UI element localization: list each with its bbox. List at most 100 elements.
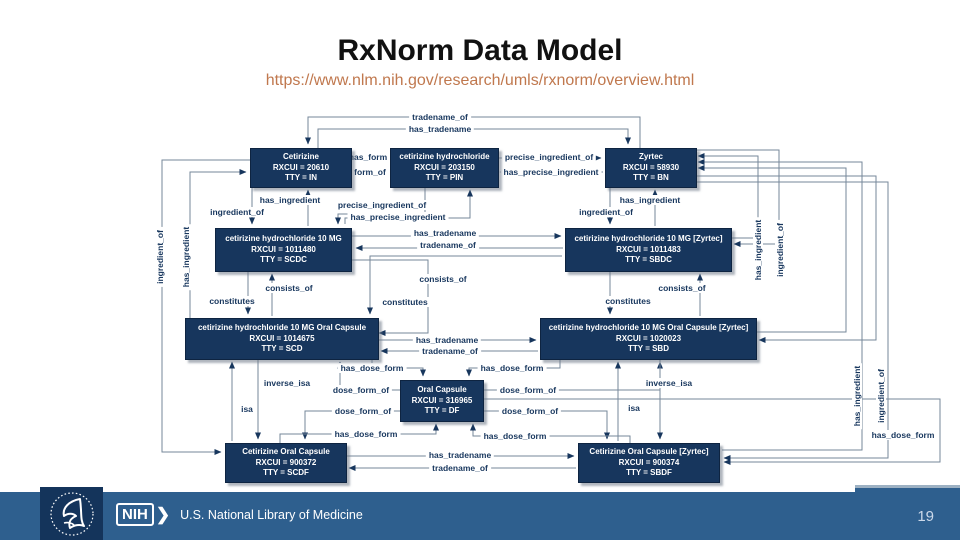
edge-label: consists_of xyxy=(262,283,316,293)
edge-label: ingredient_of xyxy=(576,207,636,217)
edge-label: ingredient_of xyxy=(207,207,267,217)
edge-label: has_tradename xyxy=(410,228,480,238)
footer-org-name: U.S. National Library of Medicine xyxy=(180,507,363,522)
node-text-line: Cetirizine Oral Capsule [Zyrtec] xyxy=(589,446,709,456)
edge-label: has_dose_form xyxy=(331,429,401,439)
connector-line xyxy=(352,259,429,336)
node-text-line: TTY = BN xyxy=(633,173,669,183)
hhs-eagle-seal-icon xyxy=(49,491,94,536)
edge-label: has_ingredient xyxy=(181,223,191,291)
node-text-line: Cetirizine Oral Capsule xyxy=(242,446,330,456)
edge-label: consists_of xyxy=(655,283,709,293)
edge-label: ingredient_of xyxy=(876,366,886,426)
edge-label: consists_of xyxy=(416,274,470,284)
edge-label: constitutes xyxy=(602,296,654,306)
edge-label: tradename_of xyxy=(429,463,491,473)
node-text-line: cetirizine hydrochloride 10 MG Oral Caps… xyxy=(197,322,367,332)
diagram-node-sbdf: Cetirizine Oral Capsule [Zyrtec]RXCUI = … xyxy=(578,443,720,483)
edge-label: ingredient_of xyxy=(155,227,165,287)
edge-label: has_dose_form xyxy=(480,431,550,441)
node-text-line: RXCUI = 900374 xyxy=(618,457,680,467)
nih-logo-lockup: NIH ❯ U.S. National Library of Medicine xyxy=(116,503,363,526)
edge-label: has_tradename xyxy=(412,335,482,345)
connector-line xyxy=(482,398,941,465)
node-text-line: TTY = PIN xyxy=(425,173,464,183)
diagram-node-sbd: cetirizine hydrochloride 10 MG Oral Caps… xyxy=(540,318,757,360)
connector-line xyxy=(697,153,759,239)
nih-chevron-icon: ❯ xyxy=(155,505,171,524)
node-text-line: TTY = SCD xyxy=(261,344,303,354)
edge-label: has_ingredient xyxy=(256,195,324,205)
edge-label: ingredient_of xyxy=(775,220,785,280)
edge-label: tradename_of xyxy=(419,346,481,356)
node-text-line: RXCUI = 1011480 xyxy=(251,244,316,254)
edge-label: precise_ingredient_of xyxy=(334,200,430,210)
node-text-line: TTY = SBDF xyxy=(626,468,672,478)
node-text-line: TTY = SCDC xyxy=(260,255,307,265)
edge-label: tradename_of xyxy=(417,240,479,250)
node-text-line: TTY = SBD xyxy=(628,344,669,354)
edge-label: has_ingredient xyxy=(753,216,763,284)
connector-line xyxy=(161,159,250,455)
node-text-line: RXCUI = 58930 xyxy=(622,162,680,172)
node-text-line: Cetirizine xyxy=(282,151,319,161)
reference-url[interactable]: https://www.nlm.nih.gov/research/umls/rx… xyxy=(265,72,695,89)
edge-label: has_ingredient xyxy=(852,362,862,430)
node-text-line: TTY = SCDF xyxy=(263,468,309,478)
edge-label: has_dose_form xyxy=(477,363,547,373)
edge-label: dose_form_of xyxy=(498,406,562,416)
nih-logo: NIH xyxy=(116,503,154,526)
connector-line xyxy=(695,181,889,461)
node-text-line: Zyrtec xyxy=(638,151,663,161)
node-text-line: RXCUI = 1014675 xyxy=(249,333,315,343)
diagram-node-scd: cetirizine hydrochloride 10 MG Oral Caps… xyxy=(185,318,379,360)
edge-label: precise_ingredient_of xyxy=(501,152,597,162)
edge-label: has_ingredient xyxy=(616,195,684,205)
edge-label: constitutes xyxy=(206,296,258,306)
edge-label: has_dose_form xyxy=(868,430,938,440)
edge-label: has_form xyxy=(345,152,391,162)
footer-bar xyxy=(0,492,960,540)
node-text-line: TTY = SBDC xyxy=(625,255,672,265)
node-text-line: cetirizine hydrochloride 10 MG xyxy=(225,233,342,243)
edge-label: isa xyxy=(625,403,643,413)
node-text-line: TTY = DF xyxy=(424,406,460,416)
node-text-line: RXCUI = 1011483 xyxy=(616,244,681,254)
node-text-line: RXCUI = 20610 xyxy=(272,162,330,172)
edge-label: has_dose_form xyxy=(337,363,407,373)
connector-line xyxy=(470,423,631,443)
node-text-line: RXCUI = 1020023 xyxy=(615,333,682,343)
connector-line xyxy=(695,175,877,343)
connector-line xyxy=(305,116,641,148)
edge-label: inverse_isa xyxy=(260,378,314,388)
node-text-line: RXCUI = 316965 xyxy=(411,395,473,405)
edge-label: inverse_isa xyxy=(642,378,696,388)
node-text-line: TTY = IN xyxy=(284,173,318,183)
node-text-line: cetirizine hydrochloride 10 MG [Zyrtec] xyxy=(574,233,723,243)
edge-label: constitutes xyxy=(379,297,431,307)
node-text-line: Oral Capsule xyxy=(417,384,467,394)
hhs-logo-box xyxy=(40,487,103,540)
connector-line xyxy=(697,159,863,451)
connector-line xyxy=(367,255,562,315)
footer-bar-right-cap xyxy=(855,485,960,540)
node-text-line: cetirizine hydrochloride xyxy=(399,151,490,161)
edge-label: has_tradename xyxy=(425,450,495,460)
edge-label: tradename_of xyxy=(409,112,471,122)
edge-label: dose_form_of xyxy=(329,385,393,395)
connector-line xyxy=(697,165,847,333)
edge-label: has_tradename xyxy=(405,124,475,134)
diagram-node-sbdc: cetirizine hydrochloride 10 MG [Zyrtec]R… xyxy=(565,228,732,272)
node-text-line: RXCUI = 203150 xyxy=(414,162,475,172)
edge-label: dose_form_of xyxy=(496,385,560,395)
edge-label: form_of xyxy=(351,167,389,177)
edge-label: dose_form_of xyxy=(331,406,395,416)
